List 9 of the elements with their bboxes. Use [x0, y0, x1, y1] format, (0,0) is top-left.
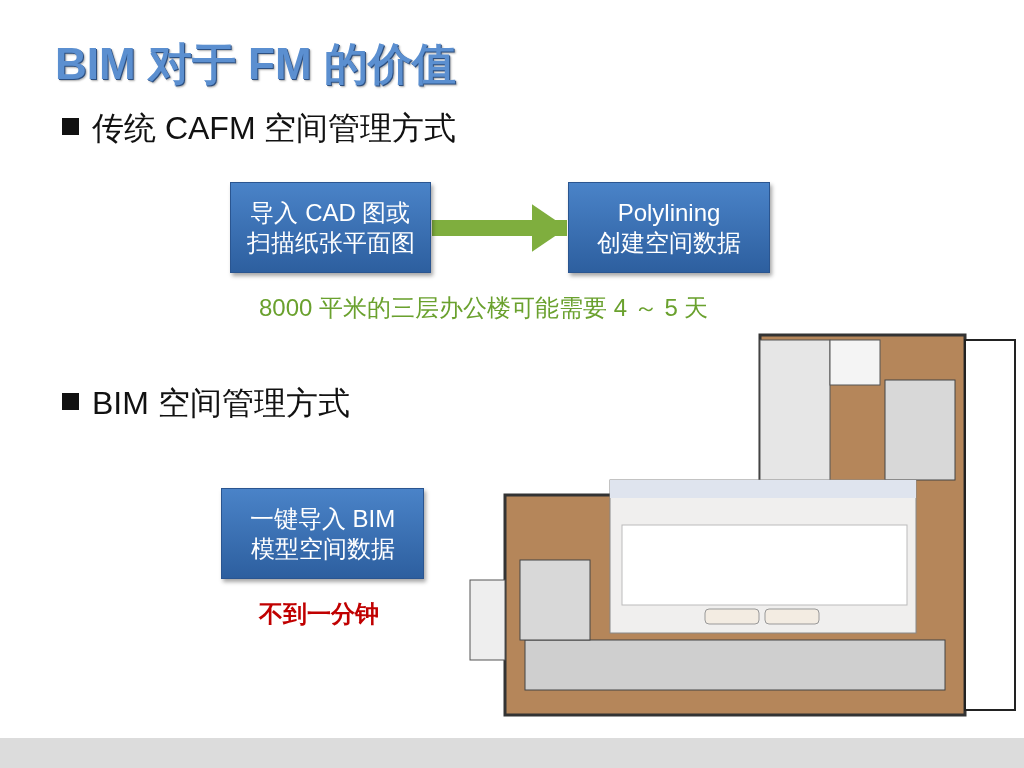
- arrow: [432, 204, 567, 252]
- process-box: Polylining 创建空间数据: [568, 182, 770, 273]
- section-heading: BIM 空间管理方式: [92, 384, 350, 423]
- slide-title: BIM 对于 FM 的价值: [55, 38, 456, 90]
- process-box: 导入 CAD 图或扫描纸张平面图: [230, 182, 431, 273]
- process-box: 一键导入 BIM模型空间数据: [221, 488, 424, 579]
- section-heading: 传统 CAFM 空间管理方式: [92, 109, 457, 148]
- note: 8000 平米的三层办公楼可能需要 4 ～ 5 天: [259, 293, 709, 323]
- note: 不到一分钟: [259, 599, 379, 629]
